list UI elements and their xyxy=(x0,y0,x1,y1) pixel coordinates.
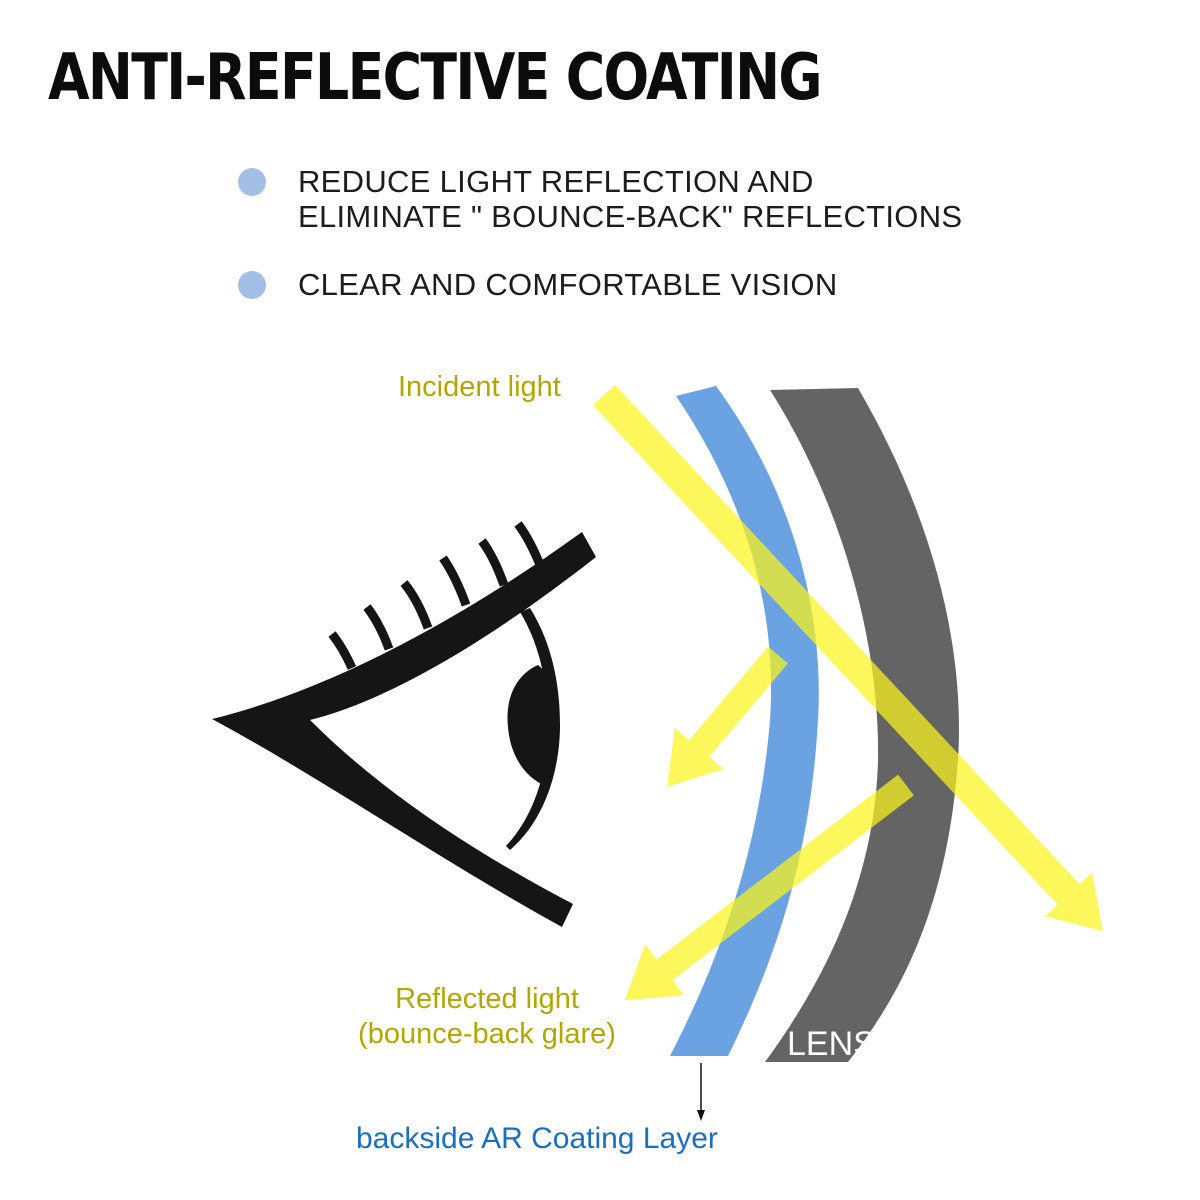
circle-bullet-icon xyxy=(238,271,266,299)
eye-icon xyxy=(212,521,596,927)
bullet-text: REDUCE LIGHT REFLECTION AND ELIMINATE " … xyxy=(298,164,962,234)
eyelash xyxy=(439,555,471,607)
eyelash xyxy=(328,631,357,670)
bullet-line: ELIMINATE " BOUNCE-BACK" REFLECTIONS xyxy=(298,199,963,234)
reflected-arrow-icon xyxy=(667,646,788,787)
eye-outline xyxy=(212,532,596,927)
eyelash xyxy=(363,604,394,651)
bullet-item-clear-vision: CLEAR AND COMFORTABLE VISION xyxy=(238,267,838,302)
eyelash xyxy=(514,521,545,567)
light-beams xyxy=(593,384,1103,1001)
coating-layer-label: backside AR Coating Layer xyxy=(356,1122,718,1155)
circle-bullet-icon xyxy=(238,168,266,196)
bullet-line: CLEAR AND COMFORTABLE VISION xyxy=(298,267,838,302)
reflected-light-label: Reflected light xyxy=(395,983,579,1015)
lens-icon xyxy=(765,388,959,1062)
reflected-light-sublabel: (bounce-back glare) xyxy=(358,1018,616,1050)
lens-label: LENS xyxy=(787,1025,876,1063)
incident-light-label: Incident light xyxy=(398,371,561,403)
eye-pupil xyxy=(507,665,559,786)
bullet-line: REDUCE LIGHT REFLECTION AND xyxy=(298,164,814,199)
page-title: ANTI-REFLECTIVE COATING xyxy=(48,41,823,115)
bullet-text: CLEAR AND COMFORTABLE VISION xyxy=(298,267,838,302)
eyelash xyxy=(478,538,509,587)
coating-pointer-head xyxy=(697,1110,705,1121)
incident-arrow-icon xyxy=(593,384,1103,932)
eye-iris-line xyxy=(506,608,560,850)
reflected-arrow-icon xyxy=(624,774,914,1001)
eyelash xyxy=(400,580,433,630)
bullet-item-reduce-reflection: REDUCE LIGHT REFLECTION AND ELIMINATE " … xyxy=(238,164,962,234)
